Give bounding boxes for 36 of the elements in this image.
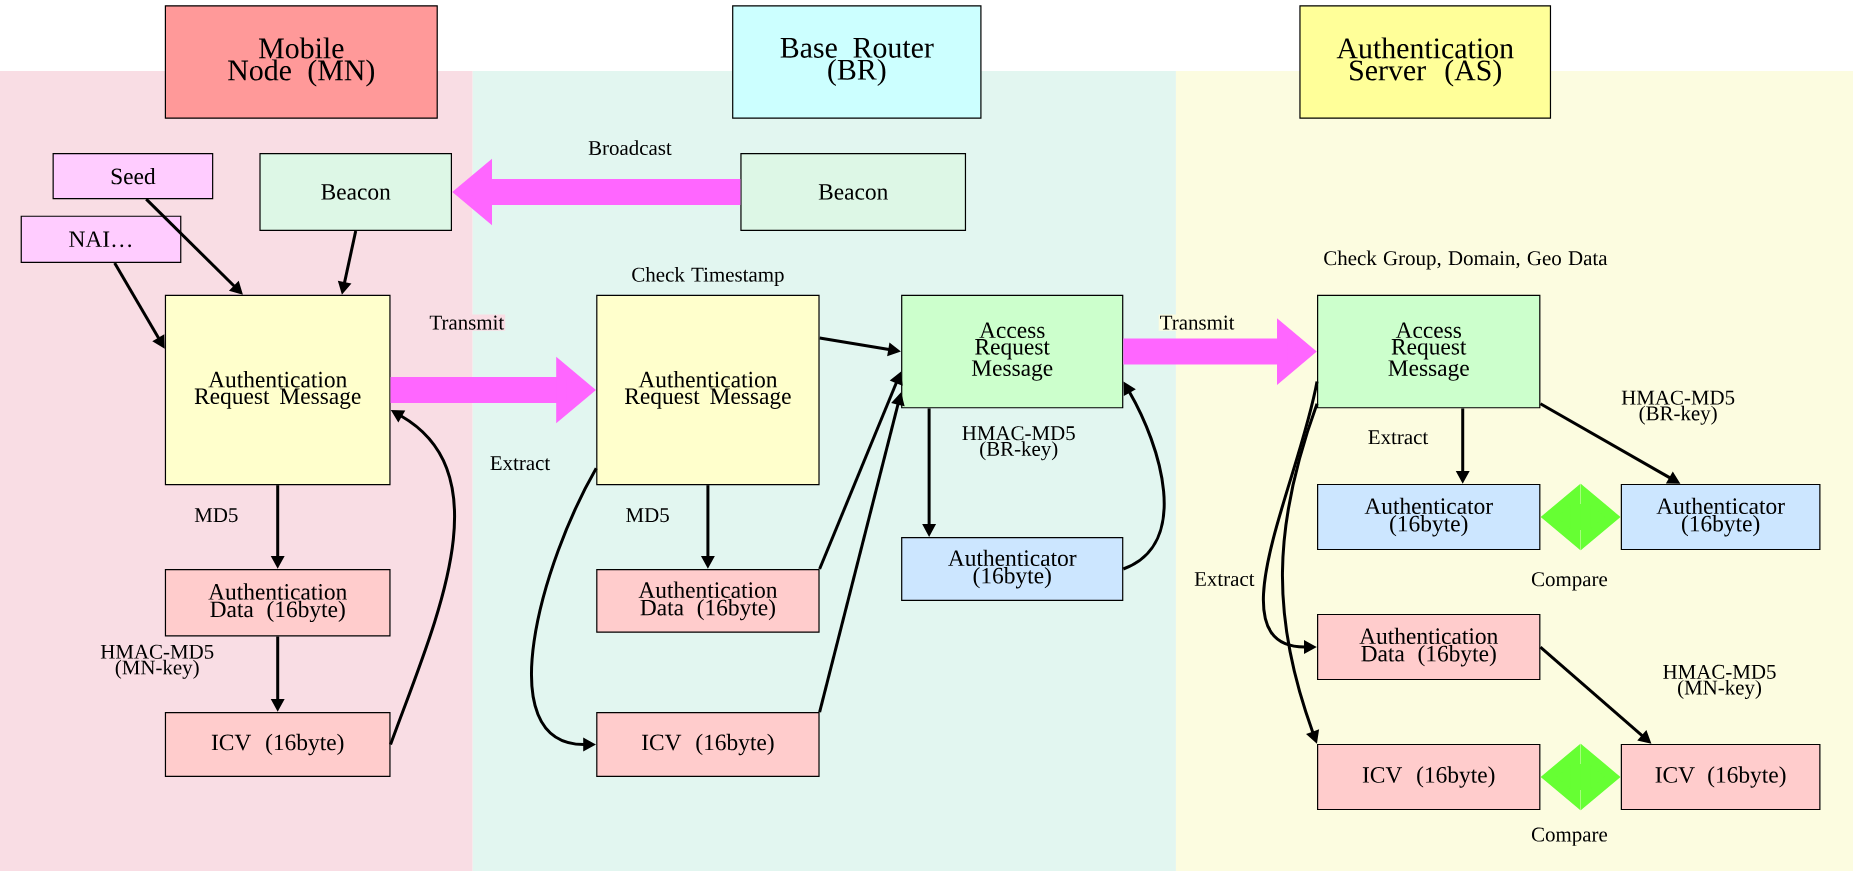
process-box: Access Request Message: [1317, 294, 1541, 409]
process-box: Authentication Data (16byte): [1317, 613, 1541, 681]
edge-label: HMAC-MD5 (BR-key): [1619, 389, 1737, 426]
edge-label: HMAC-MD5 (BR-key): [960, 425, 1078, 462]
process-box: ICV (16byte): [1317, 743, 1541, 811]
caption-text: Check Timestamp: [632, 267, 784, 286]
process-box: Authentication Request Message: [164, 294, 391, 486]
process-box: NAI…: [20, 215, 182, 263]
process-box: Authenticator (16byte): [1317, 483, 1541, 551]
edge-label: Extract: [1193, 571, 1256, 588]
process-box: Seed: [52, 153, 214, 200]
edge-label: MD5: [193, 507, 240, 524]
edge-label: MD5: [624, 507, 671, 524]
process-box: Authentication Data (16byte): [164, 569, 391, 637]
edge-label: HMAC-MD5 (MN-key): [98, 643, 216, 680]
process-box: ICV (16byte): [164, 712, 391, 777]
process-box: Beacon: [740, 153, 967, 231]
process-box: Authenticator (16byte): [901, 537, 1124, 601]
process-box: Authentication Data (16byte): [596, 569, 820, 633]
arrow: [389, 410, 456, 746]
process-box: ICV (16byte): [1620, 743, 1821, 811]
process-box: Access Request Message: [901, 294, 1124, 409]
edge-label: Compare: [1530, 571, 1609, 592]
caption-text: Check Group, Domain, Geo Data: [1324, 250, 1608, 270]
edge-label: HMAC-MD5 (MN-key): [1661, 663, 1778, 700]
edge-label: Extract: [1366, 429, 1430, 446]
edge-label: Compare: [1530, 826, 1609, 847]
process-box: Authenticator (16byte): [1620, 483, 1821, 551]
process-box: Authentication Request Message: [596, 294, 820, 486]
process-box: ICV (16byte): [596, 712, 820, 777]
header-box: Mobile Node (MN): [164, 5, 438, 119]
header-box: Base Router (BR): [732, 5, 982, 119]
process-box: Beacon: [259, 153, 452, 231]
header-box: Authentication Server (AS): [1299, 5, 1552, 119]
edge-label: Broadcast: [587, 139, 673, 157]
edge-label: Extract: [488, 455, 552, 472]
